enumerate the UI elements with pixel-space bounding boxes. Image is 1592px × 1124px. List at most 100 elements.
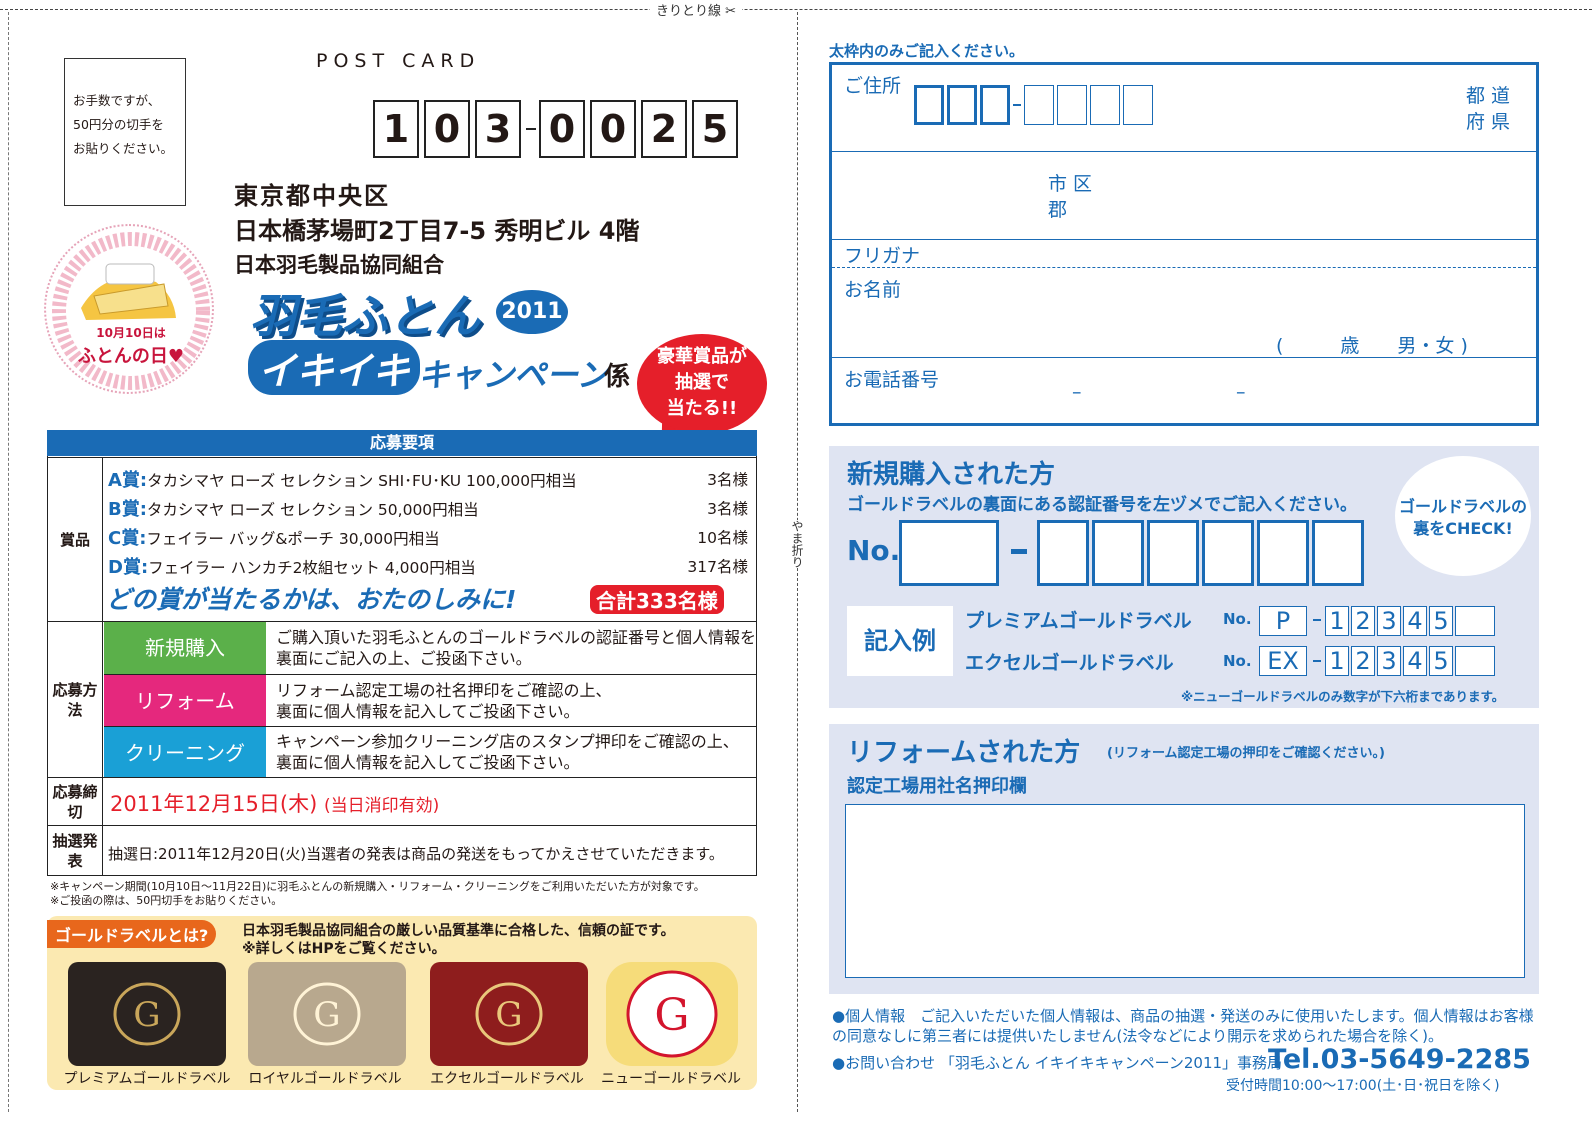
label-emblem-icon: G [475,982,543,1046]
address-zip-boxes [914,85,1156,125]
campaign-suffix: 係 [604,362,631,392]
cert-digit-input[interactable] [1257,520,1309,586]
prize-badge: 豪華賞品が 抽選で 当たる!! [637,334,767,434]
cut-line [0,9,1592,10]
method-tag-reform: リフォーム [104,675,266,727]
deadline-label: 応募締切 [48,778,103,826]
zip-digit: 0 [539,100,585,158]
organization-name: 日本羽毛製品協同組合 [234,253,444,277]
prize-rank: A賞: [108,470,148,491]
reform-note: (リフォーム認定工場の押印をご確認ください。) [1107,746,1385,761]
example-digit: 1 [1325,606,1349,636]
gold-label-name: エクセルゴールドラベル [430,1071,584,1087]
example-dash [1313,660,1321,662]
zip-input-box[interactable] [1024,85,1054,125]
seal-date: 10月10日は [96,326,166,340]
label-emblem-icon: G [293,982,361,1046]
prize-row: 賞品 A賞:タカシマヤ ローズ セレクション SHI･FU･KU 100,000… [48,457,756,622]
prize-desc: タカシマヤ ローズ セレクション 50,000円相当 [146,501,479,519]
example-label: 記入例 [847,606,953,676]
divider [832,239,1536,240]
stamp-text-2: 50円分の切手を [73,117,164,132]
divider [832,267,1536,268]
prize-count: 3名様 [707,471,748,489]
note-line: ※ご投函の際は、50円切手をお貼りください。 [50,894,283,907]
label-emblem-icon: G [626,970,718,1058]
example-digit: 2 [1351,606,1375,636]
application-table: 賞品 A賞:タカシマヤ ローズ セレクション SHI･FU･KU 100,000… [47,430,757,876]
city-line: 市 区 [1048,173,1093,195]
example-prefix: EX [1259,646,1307,676]
new-purchase-section: 新規購入された方 ゴールドラベルの裏面にある認証番号を左ヅメでご記入ください。 … [829,446,1539,708]
divider [832,151,1536,152]
prize-count: 3名様 [707,500,748,518]
example-name: プレミアムゴールドラベル [965,610,1192,632]
inquiry-line: ●お問い合わせ 「羽毛ふとん イキイキキャンペーン2011」事務局 [832,1054,1283,1072]
method-text-line: 裏面に個人情報を記入してご投函下さい。 [276,702,580,721]
postcard-label: POST CARD [316,50,481,72]
furigana-label: フリガナ [844,245,921,267]
address-line-1: 東京都中央区 [234,182,390,210]
purchase-title: 新規購入された方 [847,460,1056,490]
svg-text:G: G [495,995,522,1035]
cert-digit-input[interactable] [1312,520,1364,586]
zip-input-box[interactable] [980,85,1010,125]
gold-label-card: G [68,962,226,1066]
phone-label: お電話番号 [844,369,940,391]
example-digit: 4 [1403,606,1427,636]
campaign-ikiiki: イキイキ [248,340,421,395]
zip-digit: 0 [424,100,470,158]
name-label: お名前 [844,279,902,301]
zip-input-box[interactable] [1057,85,1087,125]
method-text-cleaning: キャンペーン参加クリーニング店のスタンプ押印をご確認の上、裏面に個人情報を記入し… [276,731,739,773]
method-text-line: 裏面にご記入の上、ご投函下さい。 [276,649,532,668]
zip-input-box[interactable] [1090,85,1120,125]
zip-input-box[interactable] [914,85,944,125]
cert-prefix-input[interactable] [899,520,999,586]
prize-count: 10名様 [697,529,748,547]
age-gender: ( 歳 男・女 ) [1276,335,1468,357]
badge-line: 当たる!! [666,398,738,419]
gold-label-tag: ゴールドラベルとは? [47,920,217,948]
zip-digit: 3 [475,100,521,158]
phone-dash: – [1236,381,1246,403]
prize-desc: タカシマヤ ローズ セレクション SHI･FU･KU 100,000円相当 [147,472,577,490]
personal-info-form: ご住所 都 道府 県 市 区郡 フリガナ お名前 ( 歳 男・女 ) お電話番号… [829,62,1539,426]
deadline-row: 応募締切 2011年12月15日(木) (当日消印有効) [48,777,756,826]
method-label: 応募方法 [48,622,103,778]
example-digit: 5 [1429,606,1453,636]
phone-number: Tel.03-5649-2285 [1268,1044,1531,1075]
cert-digit-input[interactable] [1092,520,1144,586]
fold-label: やま折り [786,520,808,568]
deadline-note: (当日消印有効) [323,796,440,816]
lottery-row: 抽選発表 抽選日:2011年12月20日(火)当選者の発表は商品の発送をもってか… [48,825,756,876]
example-digit: 1 [1325,646,1349,676]
divider [832,357,1536,358]
check-bubble: ゴールドラベルの裏をCHECK! [1395,456,1531,576]
cert-digit-input[interactable] [1147,520,1199,586]
office-hours: 受付時間10:00〜17:00(土･日･祝日を除く) [1226,1078,1500,1094]
deadline-date: 2011年12月15日(木) (当日消印有効) [110,788,439,818]
method-text-line: キャンペーン参加クリーニング店のスタンプ押印をご確認の上、 [276,732,739,751]
factory-stamp-field[interactable] [845,804,1525,978]
stamp-box: お手数ですが、 50円分の切手を お貼りください。 [64,58,186,206]
prize-rank: C賞: [108,528,147,549]
cert-digit-input[interactable] [1037,520,1089,586]
cert-digit-input[interactable] [1202,520,1254,586]
table-header: 応募要項 [47,430,757,456]
gold-label-name: ニューゴールドラベル [601,1071,741,1087]
example-digit: 3 [1377,646,1401,676]
purchase-subtitle: ゴールドラベルの裏面にある認証番号を左ヅメでご記入ください。 [847,495,1357,515]
prize-b: B賞:タカシマヤ ローズ セレクション 50,000円相当 [108,495,479,521]
zip-input-box[interactable] [947,85,977,125]
prize-count: 317名様 [687,558,748,576]
method-text-line: 裏面に個人情報を記入してご投函下さい。 [276,753,580,772]
prize-a: A賞:タカシマヤ ローズ セレクション SHI･FU･KU 100,000円相当 [108,466,577,492]
reform-title: リフォームされた方 [847,738,1081,768]
zip-input-box[interactable] [1123,85,1153,125]
example-prefix: P [1259,606,1307,636]
lottery-label: 抽選発表 [48,826,103,876]
prize-rank: D賞: [108,557,149,578]
address-line-2: 日本橋茅場町2丁目7-5 秀明ビル 4階 [234,217,640,245]
example-digit: 5 [1429,646,1453,676]
